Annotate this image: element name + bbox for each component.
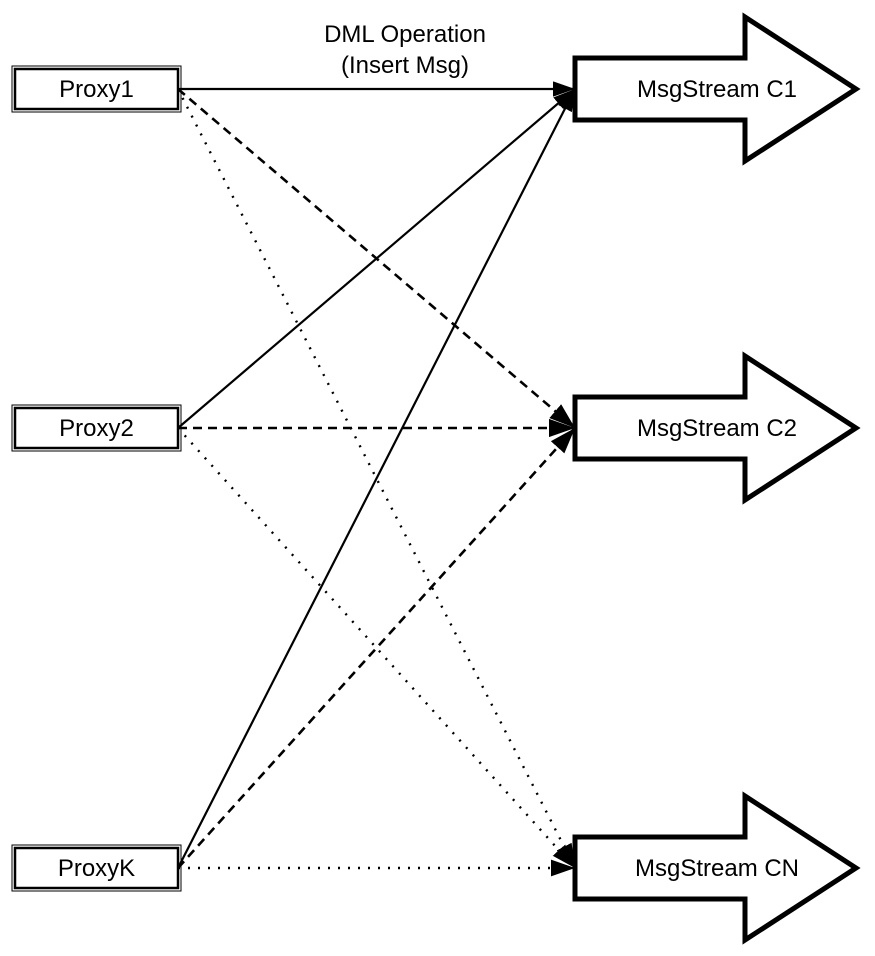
proxy-box (13, 406, 180, 450)
proxy-box (13, 67, 180, 111)
stream-node-c2: MsgStream C2 (572, 351, 861, 505)
stream-label-c2: MsgStream C2 (637, 415, 797, 442)
edges-layer (176, 81, 577, 877)
edge-proxyk-to-c2-dashed (177, 427, 576, 869)
streams-layer: MsgStream C1 MsgStream C2 MsgStream CN (572, 12, 861, 945)
proxy-label-proxy1: Proxy1 (59, 76, 134, 103)
proxy-box (13, 846, 180, 890)
edge-annotation-line2: (Insert Msg) (341, 52, 469, 79)
block-arrow-shape-cn (572, 791, 861, 945)
edge-annotation-line1: DML Operation (324, 21, 486, 48)
proxy-node-proxy1: Proxy1 (11, 65, 182, 113)
proxy-box-outline (11, 404, 182, 452)
proxy-node-proxyk: ProxyK (11, 844, 182, 892)
proxy-label-proxyk: ProxyK (58, 855, 135, 882)
stream-label-c1: MsgStream C1 (637, 76, 797, 103)
block-arrow-shape-c2 (572, 351, 861, 505)
stream-label-cn: MsgStream CN (635, 855, 799, 882)
edge-proxyk-to-c1-solid (177, 88, 576, 869)
proxy-label-proxy2: Proxy2 (59, 415, 134, 442)
proxy-box-outline (11, 844, 182, 892)
proxy-node-proxy2: Proxy2 (11, 404, 182, 452)
block-arrow-shape-c1 (572, 12, 861, 166)
proxy-box-outline (11, 65, 182, 113)
stream-node-cn: MsgStream CN (572, 791, 861, 945)
edge-proxy2-to-c1-solid (177, 88, 576, 429)
stream-node-c1: MsgStream C1 (572, 12, 861, 166)
